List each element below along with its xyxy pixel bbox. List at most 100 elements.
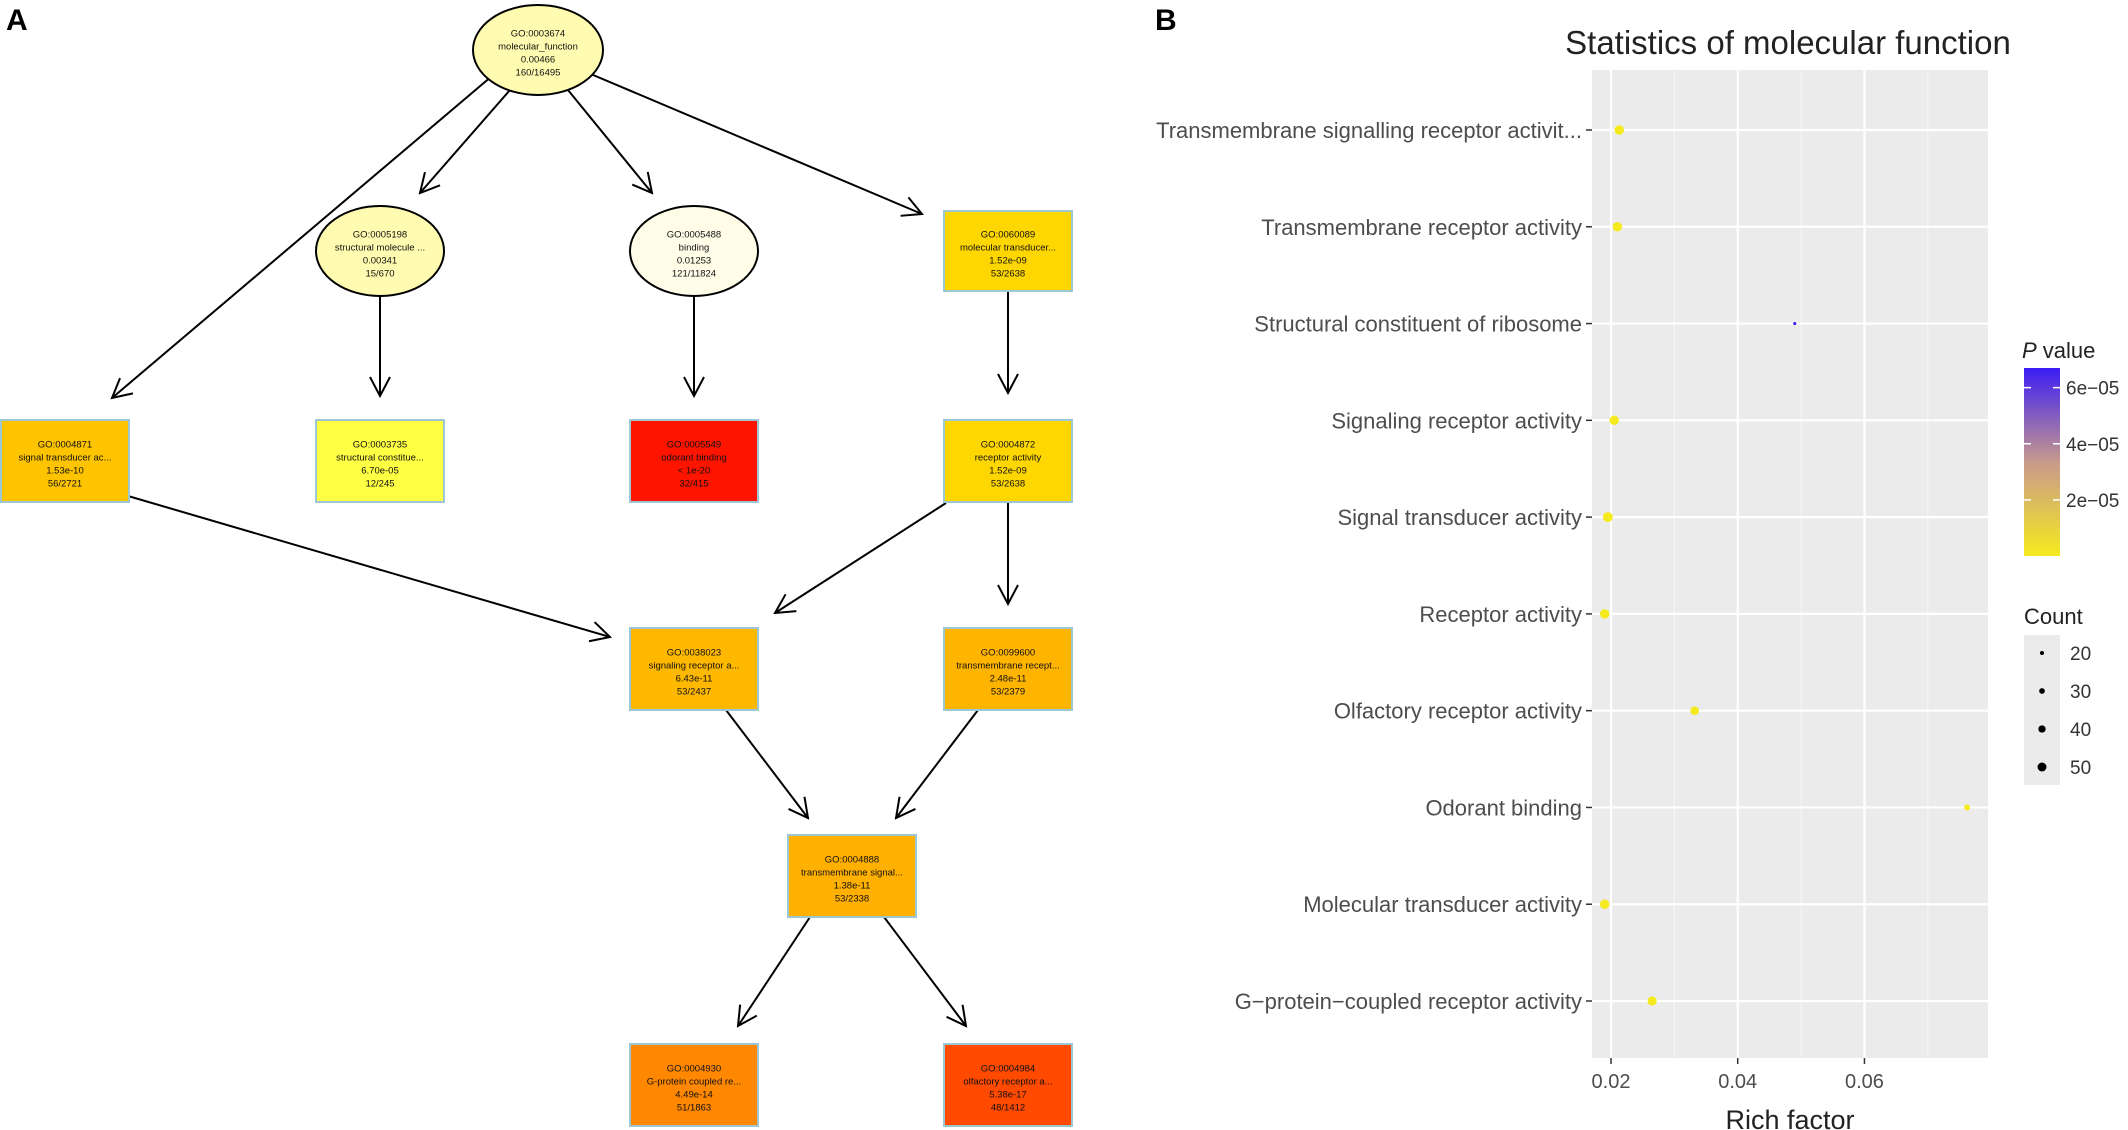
node-ellipse xyxy=(629,205,759,297)
node-box xyxy=(629,419,759,503)
node-box xyxy=(943,1043,1073,1127)
count-legend-dot xyxy=(2039,688,2045,694)
node-count: 53/2379 xyxy=(991,687,1025,698)
graph-edges xyxy=(112,71,1008,1026)
graph-nodes: GO:0003674 molecular_function 0.00466 160/1… xyxy=(0,4,1073,1127)
node-pvalue: 1.38e-11 xyxy=(834,881,871,892)
count-legend-bg xyxy=(2024,635,2060,785)
x-axis-title: Rich factor xyxy=(1725,1105,1854,1130)
y-tick-label: Transmembrane receptor activity xyxy=(1261,215,1582,240)
node-count: 48/1412 xyxy=(991,1103,1025,1114)
node-count: 12/245 xyxy=(365,479,394,490)
node-term: molecular_function xyxy=(498,42,578,53)
node-term: receptor activity xyxy=(975,453,1042,464)
node-ellipse xyxy=(472,4,604,96)
y-tick-label: Odorant binding xyxy=(1425,795,1582,820)
node-pvalue: 1.53e-10 xyxy=(46,466,84,477)
node-count: 53/2338 xyxy=(835,894,869,905)
node-count: 53/2638 xyxy=(991,269,1025,280)
node-pvalue: 1.52e-09 xyxy=(989,256,1027,267)
data-point xyxy=(1647,996,1657,1006)
colorbar-tick-label: 6e−05 xyxy=(2066,379,2119,400)
go-node-0003674: GO:0003674 molecular_function 0.00466 160/1… xyxy=(472,4,604,96)
y-tick-label: Olfactory receptor activity xyxy=(1334,699,1582,724)
node-count: 160/16495 xyxy=(516,68,561,79)
y-tick-label: Structural constituent of ribosome xyxy=(1254,312,1582,337)
count-legend-label: 20 xyxy=(2070,644,2091,665)
edge-0004888-to-0004984 xyxy=(883,916,966,1026)
node-pvalue: 0.00341 xyxy=(363,256,397,267)
edge-0003674-to-0005488 xyxy=(567,89,652,193)
node-box xyxy=(943,627,1073,711)
node-box xyxy=(629,627,759,711)
node-term: olfactory receptor a... xyxy=(963,1077,1052,1088)
node-box xyxy=(943,210,1073,292)
node-ellipse xyxy=(315,205,445,297)
y-axis-ticks: Transmembrane signalling receptor activi… xyxy=(1156,118,1592,1014)
node-term: G-protein coupled re... xyxy=(647,1077,742,1088)
node-box xyxy=(629,1043,759,1127)
node-pvalue: 1.52e-09 xyxy=(989,466,1027,477)
edge-0003674-to-0005198 xyxy=(420,89,511,193)
node-term: signal transducer ac... xyxy=(19,453,112,464)
node-go-id: GO:0004888 xyxy=(825,855,879,866)
x-tick-label: 0.02 xyxy=(1592,1071,1631,1093)
y-tick-label: Signaling receptor activity xyxy=(1331,408,1582,433)
count-legend-title: Count xyxy=(2024,604,2083,629)
y-tick-label: Signal transducer activity xyxy=(1337,505,1582,530)
node-go-id: GO:0004871 xyxy=(38,440,92,451)
node-go-id: GO:0004984 xyxy=(981,1064,1035,1075)
node-pvalue: 0.01253 xyxy=(677,256,711,267)
node-box xyxy=(0,419,130,503)
node-go-id: GO:0003674 xyxy=(511,29,565,40)
y-tick-label: Transmembrane signalling receptor activi… xyxy=(1156,118,1582,143)
go-graph: A GO:0003674molecular_function0.00466160… xyxy=(0,4,1073,1127)
data-points xyxy=(1599,125,1971,1006)
panel-b-label: B xyxy=(1155,4,1177,37)
count-legend-label: 40 xyxy=(2070,720,2091,741)
node-count: 53/2638 xyxy=(991,479,1025,490)
count-legend-label: 30 xyxy=(2070,682,2091,703)
node-go-id: GO:0005488 xyxy=(667,230,721,241)
go-node-0004984: GO:0004984 olfactory receptor a... 5.38e-1… xyxy=(943,1043,1073,1127)
node-pvalue: 0.00466 xyxy=(521,55,555,66)
edge-0004871-to-0038023 xyxy=(127,495,610,637)
node-count: 53/2437 xyxy=(677,687,711,698)
count-legend-dot xyxy=(2037,762,2047,772)
edge-0004888-to-0004930 xyxy=(738,916,811,1026)
y-tick-label: Molecular transducer activity xyxy=(1303,892,1582,917)
data-point xyxy=(1964,804,1971,811)
node-count: 56/2721 xyxy=(48,479,82,490)
node-go-id: GO:0005549 xyxy=(667,440,721,451)
data-point xyxy=(1599,609,1610,619)
node-term: signaling receptor a... xyxy=(649,661,740,672)
y-tick-label: G−protein−coupled receptor activity xyxy=(1235,989,1582,1014)
node-pvalue: 2.48e-11 xyxy=(990,674,1027,685)
node-pvalue: 6.43e-11 xyxy=(676,674,713,685)
node-go-id: GO:0005198 xyxy=(353,230,407,241)
node-pvalue: 6.70e-05 xyxy=(361,466,399,477)
node-go-id: GO:0099600 xyxy=(981,648,1035,659)
node-term: binding xyxy=(679,243,710,254)
node-term: molecular transducer... xyxy=(960,243,1056,254)
node-go-id: GO:0004872 xyxy=(981,440,1035,451)
node-pvalue: 5.38e-17 xyxy=(989,1090,1027,1101)
edge-0004872-to-0038023 xyxy=(775,502,947,613)
colorbar-tick-label: 2e−05 xyxy=(2066,491,2119,512)
node-pvalue: < 1e-20 xyxy=(678,466,711,477)
go-node-0004871: GO:0004871 signal transducer ac... 1.53e-1… xyxy=(0,419,130,503)
data-point xyxy=(1602,512,1613,523)
node-box xyxy=(315,419,445,503)
count-legend-dot xyxy=(2038,725,2046,733)
y-tick-label: Receptor activity xyxy=(1419,602,1582,627)
plot-panel xyxy=(1592,70,1988,1058)
pvalue-legend-title: P value xyxy=(2022,338,2095,363)
